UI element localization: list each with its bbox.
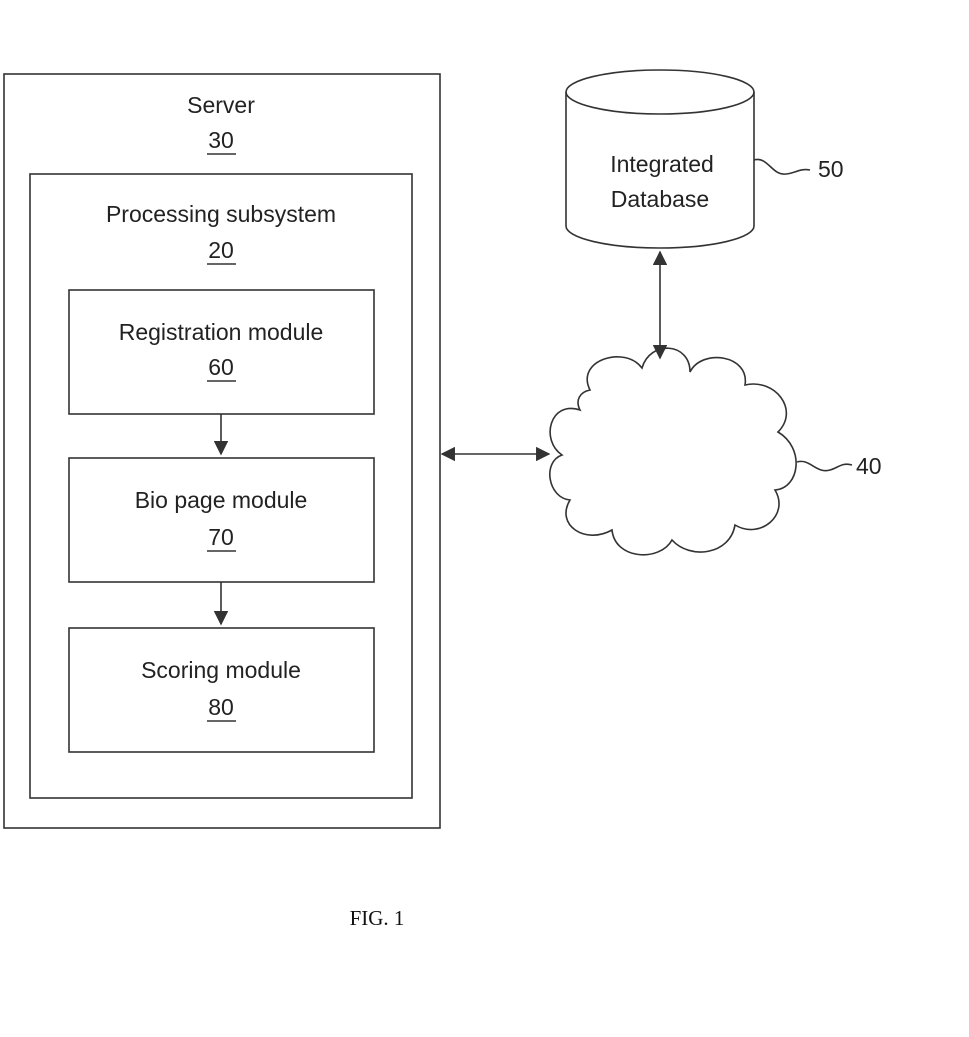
processing-subsystem-label: Processing subsystem: [106, 201, 336, 227]
registration-module-label: Registration module: [119, 319, 324, 345]
database-label-line2: Database: [611, 186, 709, 212]
figure-caption: FIG. 1: [350, 906, 405, 930]
scoring-module-box: [69, 628, 374, 752]
database-ref: 50: [818, 156, 844, 182]
network-ref: 40: [856, 453, 882, 479]
registration-module-ref: 60: [208, 354, 234, 380]
database-top: [566, 70, 754, 114]
network-leader-line: [797, 461, 852, 470]
registration-module-box: [69, 290, 374, 414]
network-cloud: [550, 348, 796, 555]
database-leader-line: [754, 159, 810, 174]
server-label: Server: [187, 92, 255, 118]
bio-page-module-box: [69, 458, 374, 582]
database-label-line1: Integrated: [610, 151, 714, 177]
bio-page-module-ref: 70: [208, 524, 234, 550]
bio-page-module-label: Bio page module: [135, 487, 308, 513]
server-ref: 30: [208, 127, 234, 153]
scoring-module-ref: 80: [208, 694, 234, 720]
processing-subsystem-ref: 20: [208, 237, 234, 263]
scoring-module-label: Scoring module: [141, 657, 301, 683]
